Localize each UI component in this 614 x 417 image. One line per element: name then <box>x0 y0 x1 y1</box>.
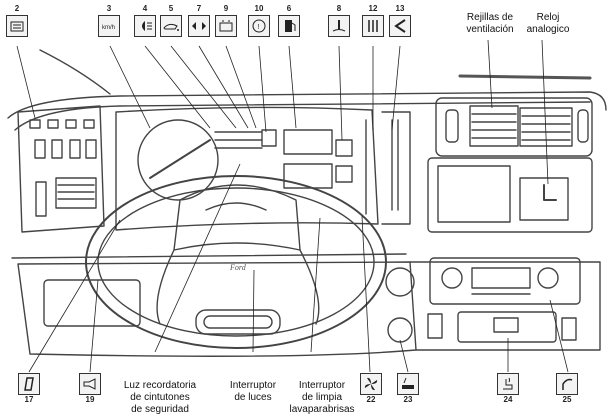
rear-defrost-icon <box>6 15 28 37</box>
fan-icon <box>360 373 382 395</box>
callout-number: 6 <box>286 4 292 13</box>
instrument-cluster <box>115 106 411 231</box>
antenna-icon <box>556 373 578 395</box>
leader-lines <box>16 39 569 373</box>
battery-icon <box>215 15 237 37</box>
cigarette-lighter-icon <box>397 373 419 395</box>
callout-number: 2 <box>14 4 20 13</box>
lighter-socket <box>387 317 413 343</box>
callout-number: 13 <box>395 4 405 13</box>
steering-wheel-logo: Ford <box>229 263 247 272</box>
callout-number: 10 <box>254 4 264 13</box>
callout-number: 19 <box>85 395 95 404</box>
clock-panel <box>427 157 593 233</box>
callout-number: 24 <box>503 395 513 404</box>
vent-knob <box>385 267 415 297</box>
choke-icon <box>389 15 411 37</box>
callout-number: 3 <box>106 4 112 13</box>
left-switch-panel <box>17 105 105 233</box>
speedometer-kmh-icon: km/h <box>98 15 120 37</box>
callout-number: 23 <box>403 395 413 404</box>
vent-panel <box>435 97 593 157</box>
temperature-gauge-icon <box>362 15 384 37</box>
hazard-switch-icon <box>18 373 40 395</box>
callout-number: 12 <box>368 4 378 13</box>
dashboard-top-outline <box>7 91 607 119</box>
callout-number: 7 <box>196 4 202 13</box>
callout-number: 22 <box>366 395 376 404</box>
callout-number: 8 <box>336 4 342 13</box>
callout-number: 25 <box>562 395 572 404</box>
fuel-pump-icon <box>278 15 300 37</box>
headlight-icon <box>134 15 156 37</box>
callout-number: 4 <box>142 4 148 13</box>
oil-pressure-icon <box>160 15 182 37</box>
svg-text:km/h: km/h <box>102 25 115 31</box>
callout-number: 5 <box>168 4 174 13</box>
callout-number: 17 <box>24 395 34 404</box>
coolant-temp-icon <box>328 15 350 37</box>
horn-icon <box>79 373 101 395</box>
brake-warning-icon: ! <box>248 15 270 37</box>
seat-heater-icon <box>497 373 519 395</box>
steering-wheel <box>85 175 387 349</box>
radio <box>429 257 581 305</box>
svg-text:!: ! <box>258 24 260 31</box>
turn-signal-icon <box>188 15 210 37</box>
callout-number: 9 <box>223 4 229 13</box>
glove-box <box>43 279 141 327</box>
